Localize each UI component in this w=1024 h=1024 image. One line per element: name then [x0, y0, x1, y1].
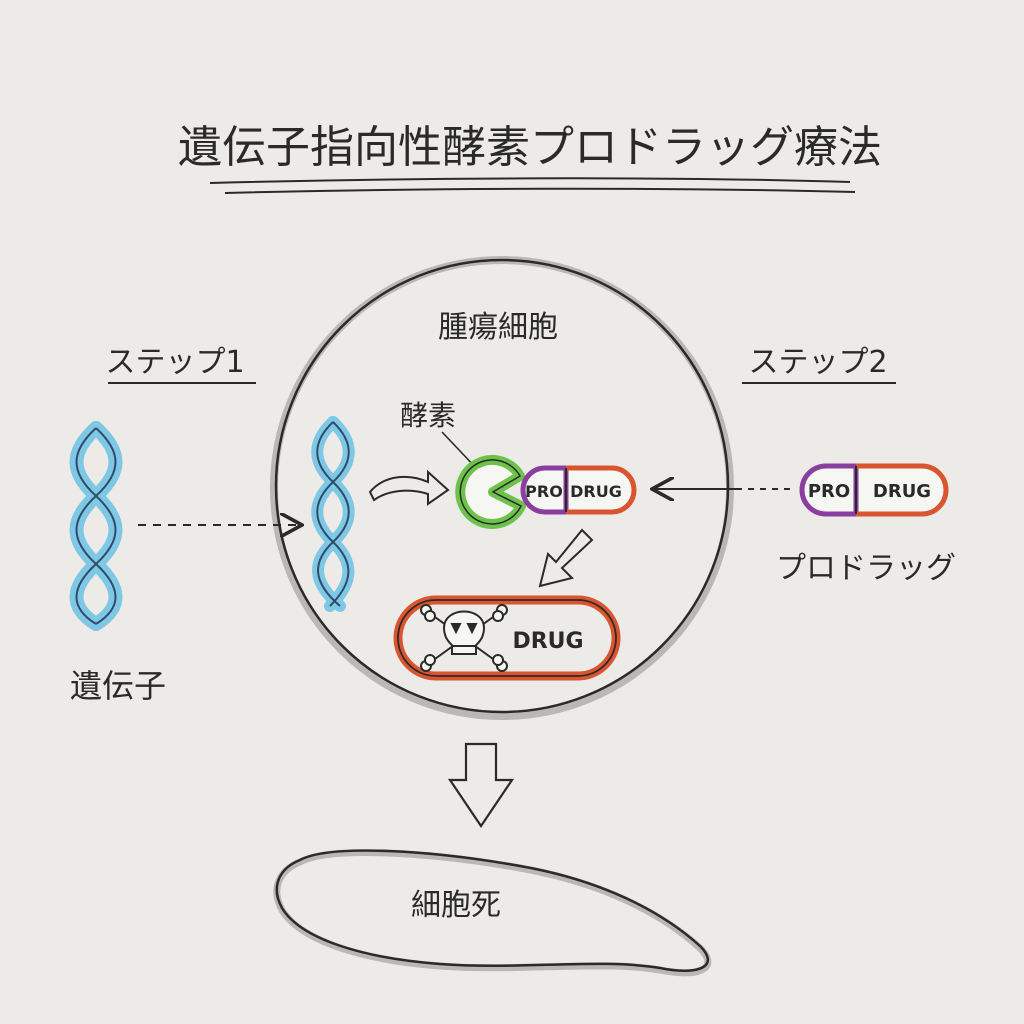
tumor-cell-label: 腫瘍細胞 — [438, 310, 558, 345]
dead-cell-shadow — [273, 849, 712, 977]
title-underline-1 — [209, 177, 851, 184]
cell-death-label: 細胞死 — [411, 888, 501, 923]
skull-icon — [420, 604, 508, 672]
title-underline-2 — [224, 187, 856, 194]
prodrug-label: プロドラッグ — [776, 551, 956, 586]
dna-helix-left — [69, 421, 123, 631]
tumor-cell — [274, 258, 730, 714]
title: 遺伝子指向性酵素プロドラッグ療法 — [178, 122, 882, 173]
activation-arrow — [538, 528, 594, 588]
gene-label: 遺伝子 — [70, 667, 166, 705]
step1-label: ステップ1 — [105, 345, 244, 380]
prodrug-capsule-inside — [520, 465, 637, 515]
prodrug-capsule-outside — [799, 463, 949, 517]
step2-label: ステップ2 — [748, 345, 887, 380]
expression-arrow — [368, 469, 450, 506]
cell-death-arrow — [447, 742, 515, 828]
capsule-inside-drug: DRUG — [570, 482, 622, 501]
capsule-outside-pro: PRO — [808, 481, 850, 502]
dna-helix-inside — [311, 416, 355, 612]
enzyme-outline — [459, 459, 523, 525]
capsule-inside-pro: PRO — [525, 482, 563, 501]
toxic-drug-label: DRUG — [512, 629, 583, 654]
enzyme-label: 酵素 — [400, 399, 456, 432]
dead-cell — [275, 849, 709, 972]
capsule-outside-drug: DRUG — [873, 481, 931, 502]
